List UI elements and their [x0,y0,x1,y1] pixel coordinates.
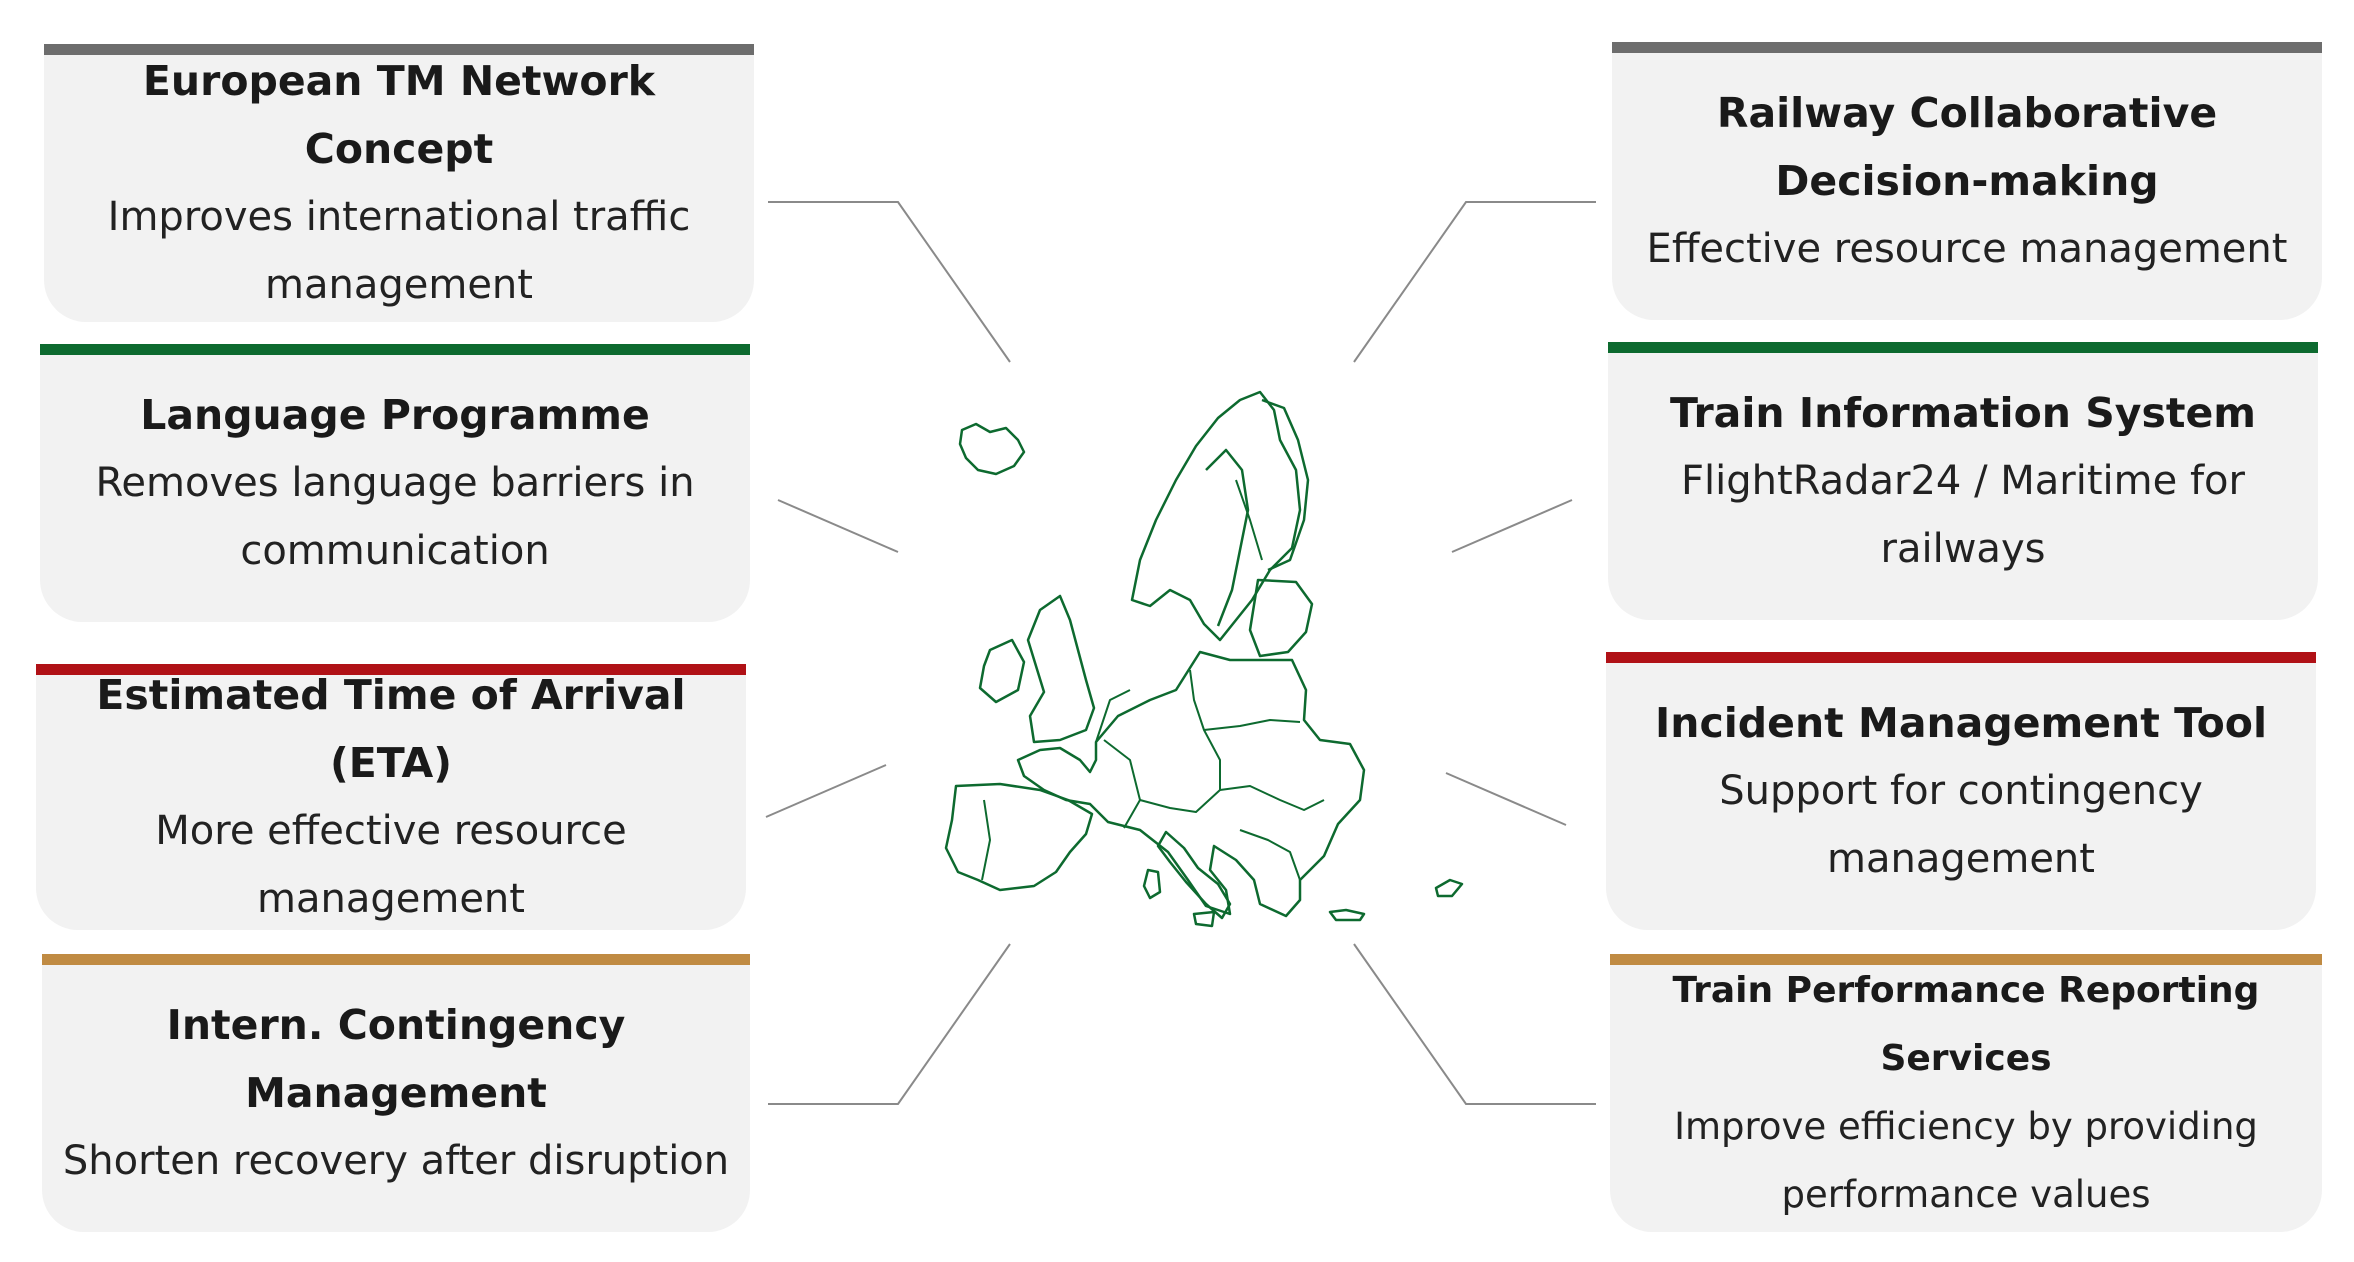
card-title: Incident Management Tool [1655,699,2267,747]
connector-right-1 [1353,201,1596,363]
cyprus-shape [1434,878,1464,898]
card-desc-line: Shorten recovery after disruption [62,1138,730,1184]
border-france-germany [1103,739,1141,829]
iberia-shape [944,782,1094,892]
connector-right-3 [1445,772,1567,826]
card-language-programme: Language Programme Removes language barr… [40,344,750,622]
baltics-shape [1248,578,1314,658]
card-desc-line: performance values [1781,1173,2151,1216]
card-title: Language Programme [140,391,650,439]
card-train-information-system: Train Information System FlightRadar24 /… [1608,342,2318,620]
border-southeast [1239,829,1301,881]
connector-left-2 [777,499,899,553]
border-benelux [1095,689,1131,743]
great-britain-shape [1026,594,1096,744]
card-accent-bar [42,954,750,965]
card-accent-bar [1612,42,2322,53]
card-accent-bar [44,44,754,55]
card-accent-bar [1610,954,2322,965]
card-desc-line: Improve efficiency by providing [1674,1105,2258,1148]
sicily-shape [1192,910,1216,928]
connector-left-4 [768,943,1011,1105]
card-desc-line: Removes language barriers in [95,460,695,506]
card-accent-bar [1606,652,2316,663]
sardinia-shape [1142,868,1162,900]
border-iberia [981,799,991,881]
connector-left-3 [765,764,887,818]
card-desc-line: Support for contingency management [1719,768,2203,882]
scandinavia-shape [1130,390,1302,642]
card-eta: Estimated Time of Arrival (ETA) More eff… [36,664,746,930]
card-desc-line: management [265,262,533,308]
card-title: Train Performance Reporting Services [1672,970,2260,1079]
italy-shape [1156,830,1232,920]
card-desc-line: Effective resource management [1646,226,2288,272]
card-incident-management: Incident Management Tool Support for con… [1606,652,2316,930]
card-desc-line: More effective resource management [155,808,627,922]
card-railway-cdm: Railway Collaborative Decision-making Ef… [1612,42,2322,320]
card-accent-bar [1608,342,2318,353]
border-balkans [1219,785,1325,811]
card-accent-bar [36,664,746,675]
card-european-tm-network: European TM Network Concept Improves int… [44,44,754,322]
connector-left-1 [768,201,1011,363]
crete-shape [1328,908,1366,922]
card-accent-bar [40,344,750,355]
card-desc-line: railways [1880,526,2046,572]
card-title: Estimated Time of Arrival (ETA) [96,671,686,787]
card-title: Train Information System [1670,389,2256,437]
continent-shape [1016,650,1366,918]
card-contingency-management: Intern. Contingency Management Shorten r… [42,954,750,1232]
card-title: European TM Network Concept [142,57,656,173]
sweden-shape [1205,448,1250,627]
card-desc-line: communication [240,528,550,574]
connector-right-2 [1451,499,1573,553]
border-scandinavia [1235,479,1263,561]
card-train-performance-reporting: Train Performance Reporting Services Imp… [1610,954,2322,1232]
border-alps [1139,789,1221,813]
iceland-shape [958,422,1026,476]
finland-shape [1261,398,1310,572]
card-title: Railway Collaborative [1716,89,2218,137]
card-title: Intern. Contingency Management [166,1001,626,1117]
card-desc-line: FlightRadar24 / Maritime for [1681,458,2245,504]
border-central [1203,719,1301,731]
card-title: Decision-making [1775,157,2159,205]
ireland-shape [978,638,1026,704]
card-desc-line: Improves international traffic [107,194,691,240]
connector-right-4 [1353,943,1596,1105]
